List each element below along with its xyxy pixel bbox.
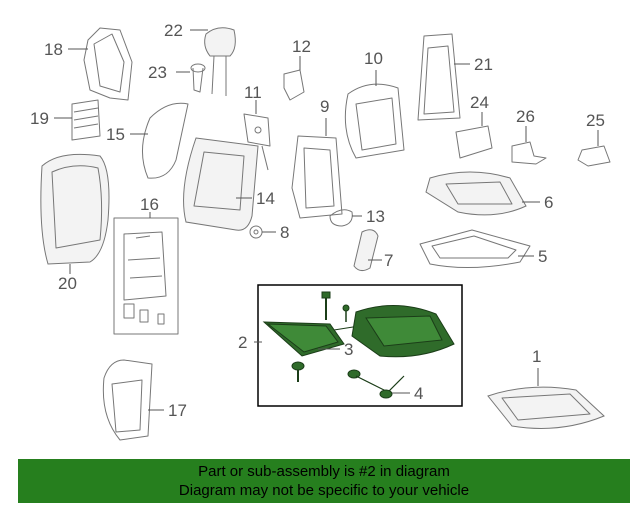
callout-24: 24 [470,93,489,112]
part-23-headrest-guide [176,63,206,93]
part-22-headrest [190,27,236,96]
callout-11: 11 [244,83,262,102]
callout-17: 17 [168,401,187,420]
callout-13: 13 [366,207,385,226]
part-1-seat-cushion [487,368,605,429]
seat-parts-diagram: 18 19 20 15 22 23 14 [30,21,611,441]
part-25-switch [577,130,611,167]
banner-line-1: Part or sub-assembly is #2 in diagram [198,463,450,480]
banner-line-2: Diagram may not be specific to your vehi… [178,482,470,499]
callout-16: 16 [140,195,159,214]
callout-20: 20 [58,274,77,293]
sub-assembly-2-detail [254,284,463,407]
callout-9: 9 [320,97,329,116]
part-17-seat-frame [102,359,164,441]
callout-3: 3 [344,340,353,359]
info-banner: Part or sub-assembly is #2 in diagram Di… [18,459,630,503]
callout-12: 12 [292,37,311,56]
part-26-bracket [511,126,547,165]
callout-2: 2 [238,333,247,352]
part-19-pad [54,99,101,141]
callout-22: 22 [164,21,183,40]
part-13-knob [329,209,362,227]
callout-5: 5 [538,247,547,266]
callout-25: 25 [586,111,605,130]
callout-14: 14 [256,189,275,208]
callout-23: 23 [148,63,167,82]
callout-19: 19 [30,109,49,128]
part-16-mechanism-assembly [113,212,179,335]
part-14-backrest-panel [183,137,259,231]
part-10-backrest-shell [344,70,405,159]
part-18-backrest-frame [68,27,133,101]
part-20-backrest-cover [40,153,110,274]
part-24-trim-cap [455,112,493,159]
callout-7: 7 [384,251,393,270]
callout-21: 21 [474,55,493,74]
part-15-side-trim [130,102,189,179]
callout-10: 10 [364,49,383,68]
part-5-cushion-base [419,229,534,269]
callout-4: 4 [414,384,423,403]
part-9-backrest-frame [291,118,343,219]
part-6-cushion-pad [425,171,540,216]
callout-26: 26 [516,107,535,126]
part-7-trim-strip [353,229,382,272]
callout-8: 8 [280,223,289,242]
part-21-backrest-module [417,33,470,121]
callout-6: 6 [544,193,553,212]
part-8-grommet [249,225,276,239]
callout-15: 15 [106,125,125,144]
callout-1: 1 [532,347,541,366]
part-12-clip [283,56,305,101]
callout-18: 18 [44,40,63,59]
part-11-bracket [243,100,271,171]
